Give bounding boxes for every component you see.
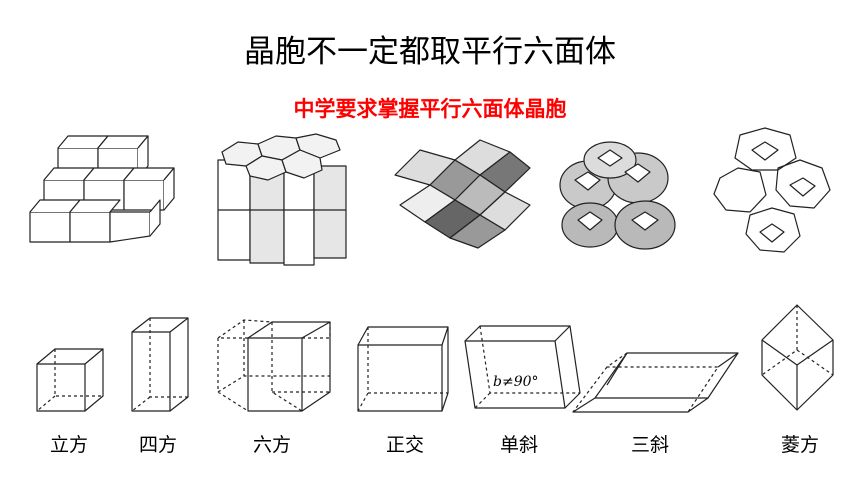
label-rhombohedral: 菱方 [780,434,820,456]
cubic-cell-diagram [36,348,104,412]
truncated-octahedra-gray-illustration [559,141,676,250]
slide-title: 晶胞不一定都取平行六面体 [244,34,616,70]
hexagonal-cell-diagram [217,319,331,412]
monoclinic-cell-diagram [464,325,581,409]
slide-subtitle: 中学要求掌握平行六面体晶胞 [293,97,567,121]
label-hexagonal: 六方 [252,434,292,456]
tetragonal-cell-diagram [131,317,189,412]
label-monoclinic: 单斜 [499,434,539,456]
label-tetragonal: 四方 [138,434,178,456]
rhombic-dodecahedra-illustration [394,139,531,249]
label-cubic: 立方 [49,434,89,456]
label-orthorhombic: 正交 [385,434,425,456]
stacked-cubes-illustration [29,135,175,243]
label-triclinic: 三斜 [630,434,670,456]
monoclinic-angle-annotation: b≠90° [493,374,539,390]
truncated-octahedra-line-illustration [713,127,831,253]
orthorhombic-cell-diagram [357,326,449,412]
rhombohedral-cell-diagram [761,304,834,411]
hexagonal-prisms-illustration [217,133,347,266]
triclinic-cell-diagram [572,352,739,413]
